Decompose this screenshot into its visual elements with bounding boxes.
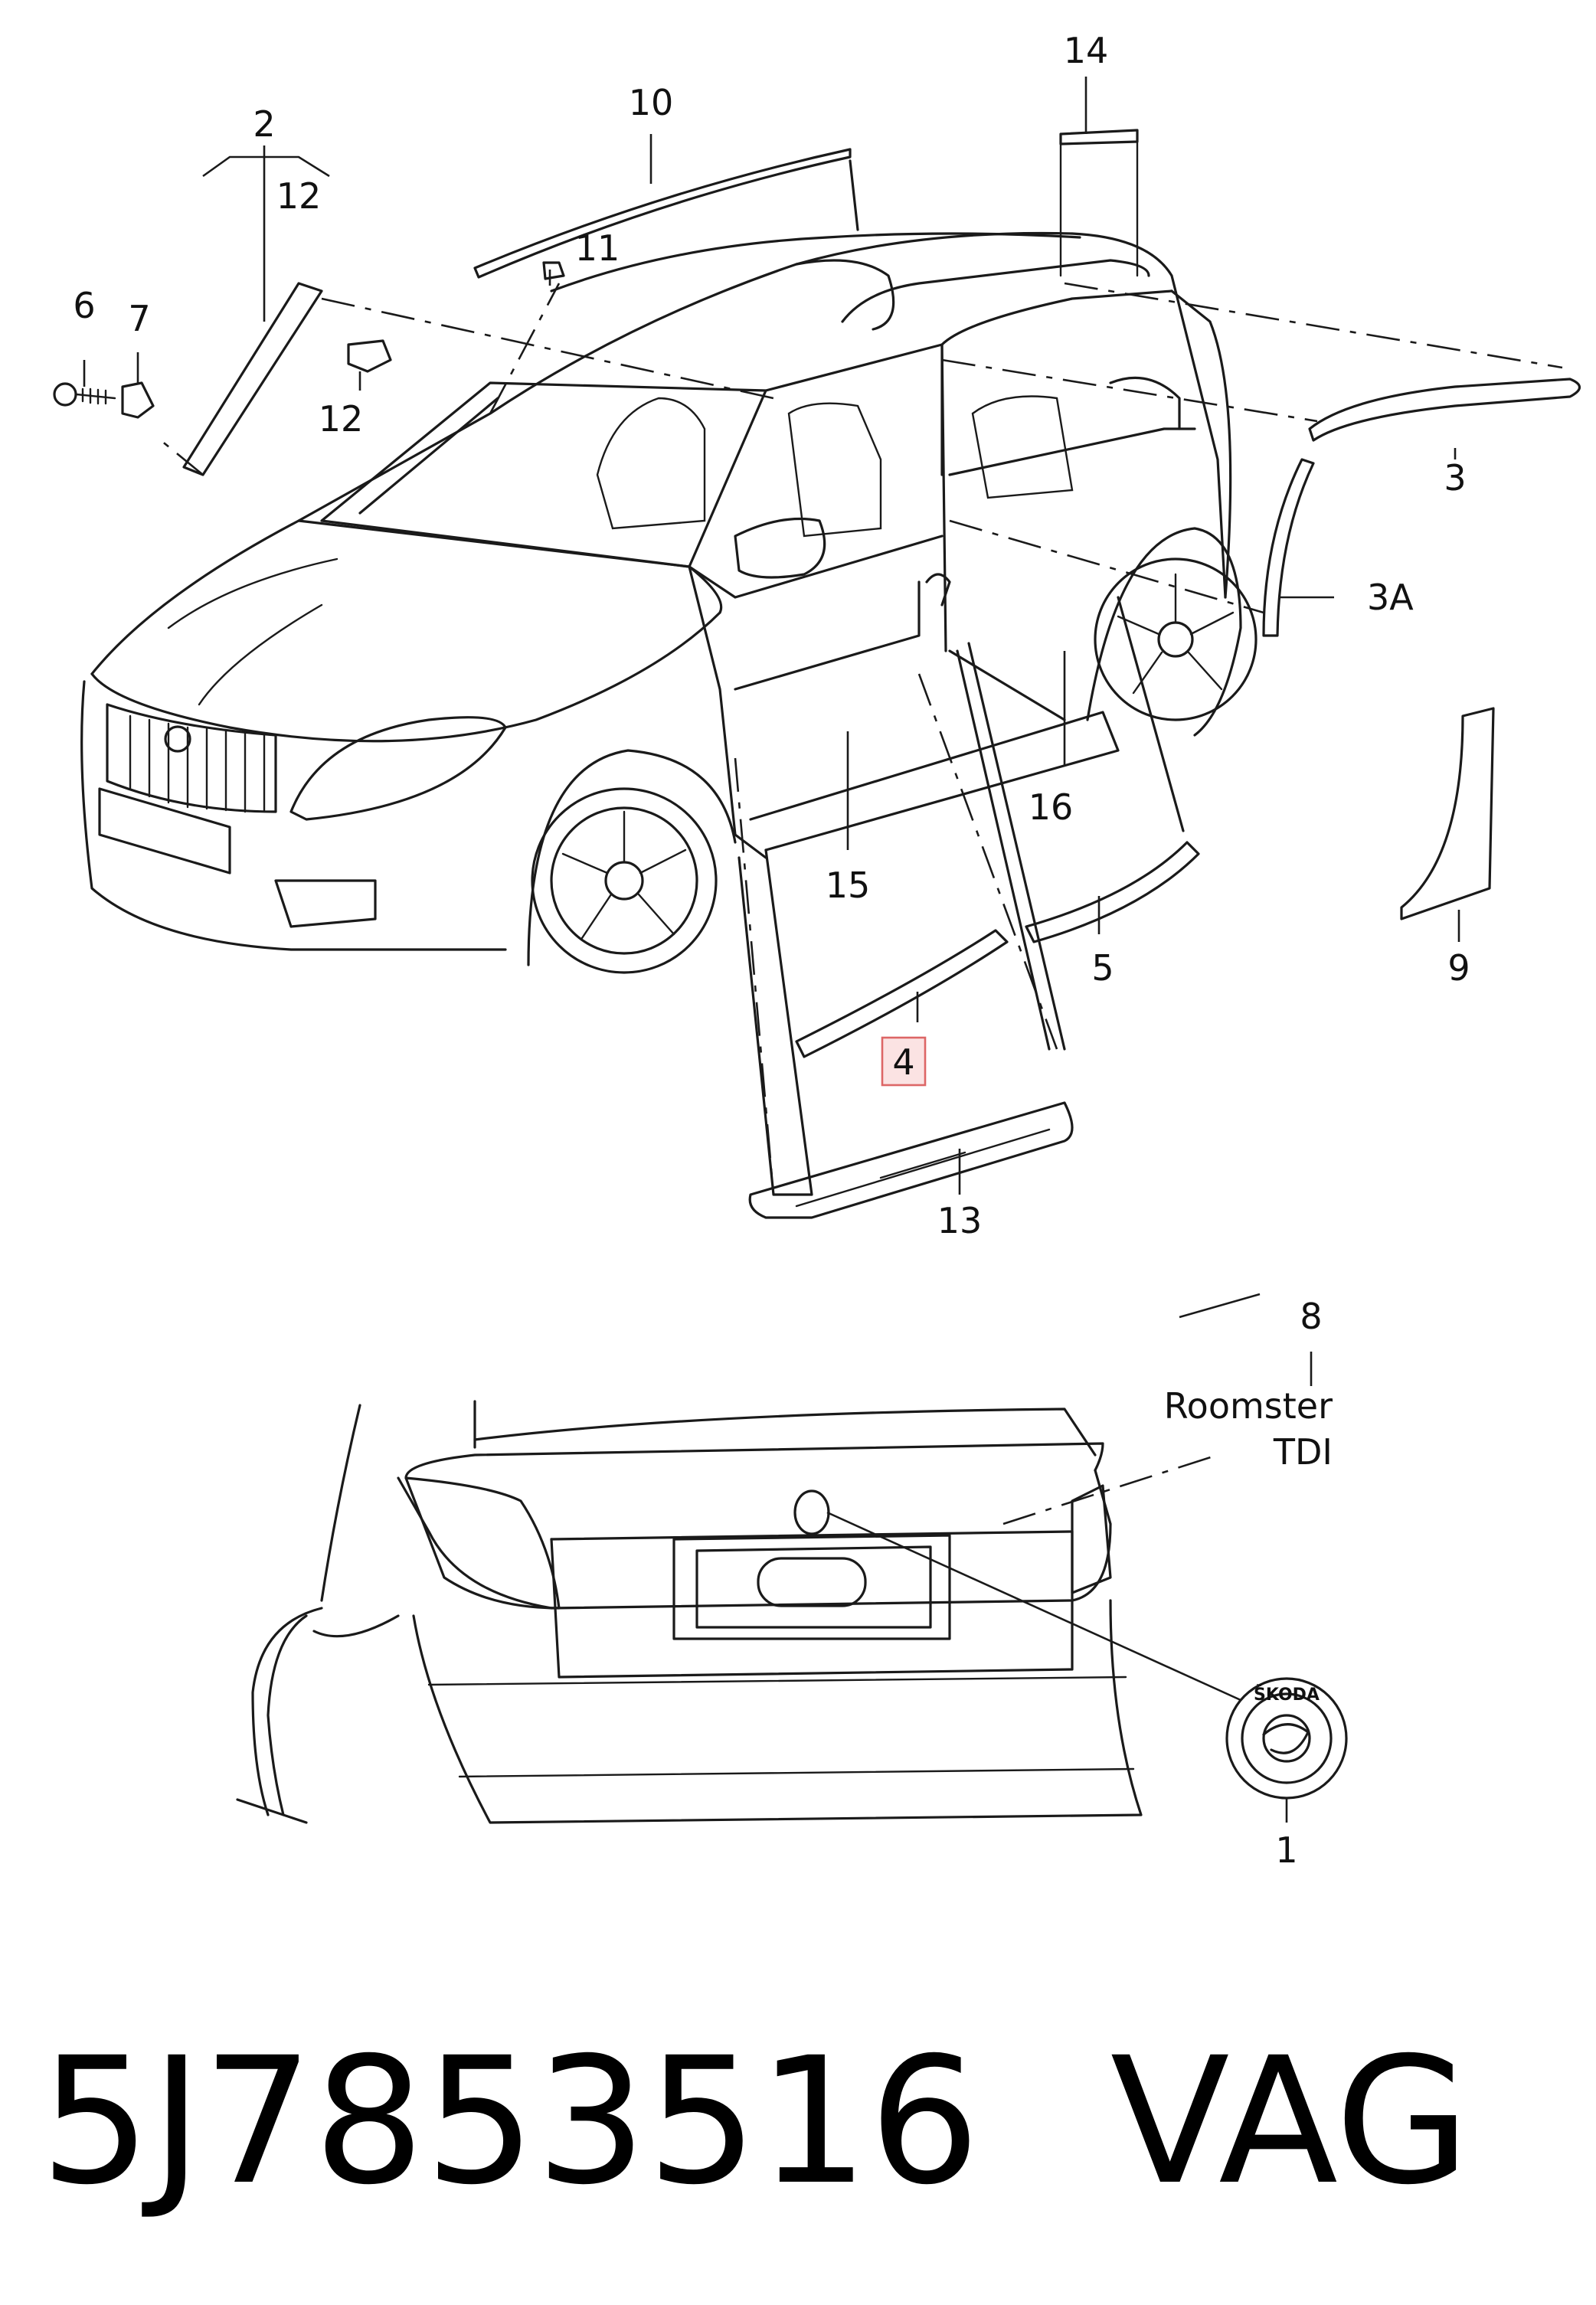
badge-engine-label: TDI	[1273, 1431, 1333, 1473]
callout-15: 15	[826, 865, 871, 906]
callout-3: 3	[1444, 457, 1466, 499]
locator-lines	[160, 282, 1563, 1195]
part-4-door-molding	[795, 929, 1009, 1058]
callout-12-top: 12	[276, 175, 322, 217]
part-3-roof-trim	[1308, 378, 1581, 442]
leader-lines	[83, 77, 1460, 1823]
badge-model-label: Roomster	[1164, 1385, 1333, 1427]
part-number: 5J7853516	[40, 2019, 980, 2223]
part-7-clip	[121, 381, 155, 419]
callout-7: 7	[128, 298, 150, 339]
part-14-pillar-trim	[1059, 129, 1139, 145]
part-number-caption: 5J7853516 VAG	[40, 2006, 1556, 2236]
callout-9: 9	[1447, 947, 1470, 989]
part-11-clip	[542, 261, 565, 280]
part-12-clip	[347, 339, 392, 373]
car-front-illustration	[80, 231, 1258, 974]
callout-10: 10	[629, 82, 674, 123]
part-9-trim	[1400, 707, 1495, 920]
callout-6: 6	[73, 285, 95, 326]
part-2-pillar-trim	[182, 282, 323, 476]
grille	[129, 714, 266, 813]
callout-2: 2	[253, 103, 275, 145]
callout-3a: 3A	[1367, 577, 1414, 618]
callout-11: 11	[575, 227, 620, 269]
callout-13: 13	[937, 1200, 983, 1241]
part-10-roof-trim	[473, 148, 852, 279]
part-5-door-molding	[1025, 841, 1200, 943]
callout-5: 5	[1091, 947, 1114, 989]
callout-12-clip: 12	[319, 398, 364, 440]
part-3a-pillar-trim	[1262, 458, 1315, 637]
callout-numbers: 2 12 10 14 11 6 7 12 3 3A 16 15 9 5 4 13…	[73, 30, 1470, 1871]
car-rear-illustration	[236, 1400, 1241, 1824]
callout-8: 8	[1300, 1296, 1322, 1337]
parts	[53, 129, 1581, 1219]
highlight-box	[881, 1036, 927, 1087]
callout-16: 16	[1029, 786, 1074, 828]
skoda-emblem: ŠKODA	[1225, 1677, 1348, 1800]
callout-1: 1	[1275, 1829, 1297, 1871]
part-13-sill-plate	[748, 1101, 1074, 1219]
callout-4: 4	[892, 1041, 914, 1083]
callout-14: 14	[1064, 30, 1109, 71]
part-6-screw	[53, 382, 116, 407]
brand-name: VAG	[1110, 2019, 1470, 2223]
emblem-text: ŠKODA	[1254, 1685, 1320, 1705]
